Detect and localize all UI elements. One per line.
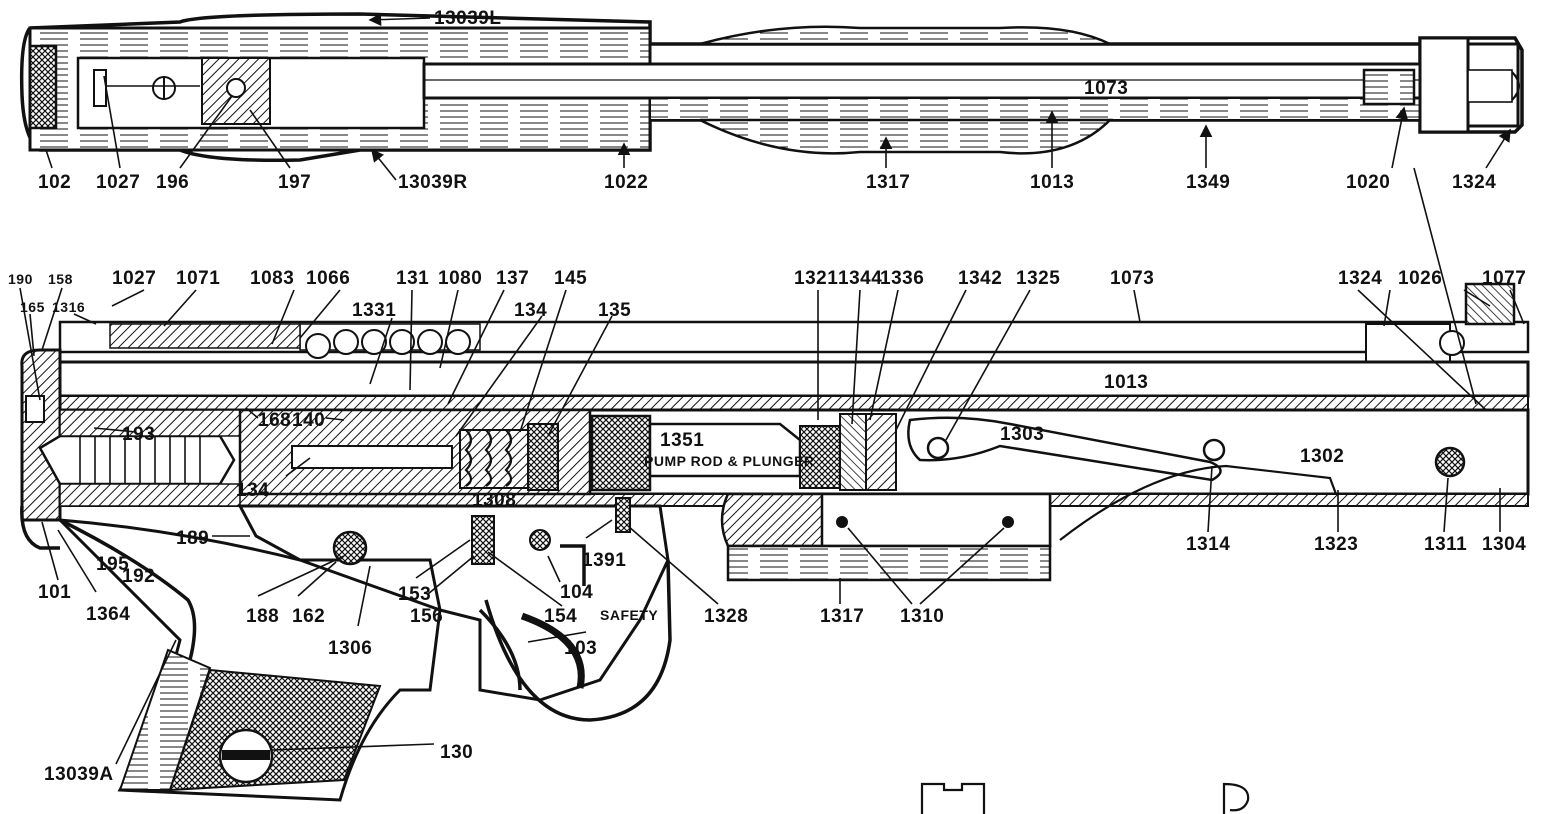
label-156: 156 bbox=[410, 606, 443, 627]
label-1306: 1306 bbox=[328, 638, 372, 659]
label-145: 145 bbox=[554, 268, 587, 289]
label-13039A: 13039A bbox=[44, 764, 114, 785]
label-1323: 1323 bbox=[1314, 534, 1358, 555]
label-188: 188 bbox=[246, 606, 279, 627]
top-view-labels: 13039L 102 1027 196 197 13039R 1022 1317… bbox=[38, 8, 1496, 193]
label-1364: 1364 bbox=[86, 604, 130, 625]
safety-label: SAFETY bbox=[600, 607, 658, 623]
label-1310: 1310 bbox=[900, 606, 944, 627]
label-137: 137 bbox=[496, 268, 529, 289]
label-1314: 1314 bbox=[1186, 534, 1230, 555]
side-view bbox=[19, 167, 1530, 814]
label-1304: 1304 bbox=[1482, 534, 1526, 555]
label-130: 130 bbox=[440, 742, 473, 763]
label-154: 154 bbox=[544, 606, 577, 627]
label-196: 196 bbox=[156, 172, 189, 193]
label-1027-side: 1027 bbox=[112, 268, 156, 289]
label-134-bottom: 134 bbox=[236, 480, 269, 501]
label-1303: 1303 bbox=[1000, 424, 1044, 445]
label-13039L: 13039L bbox=[434, 8, 501, 29]
label-103: 103 bbox=[564, 638, 597, 659]
label-135: 135 bbox=[598, 300, 631, 321]
label-134-top: 134 bbox=[514, 300, 547, 321]
label-158: 158 bbox=[48, 271, 73, 287]
label-1317: 1317 bbox=[866, 172, 910, 193]
label-1020: 1020 bbox=[1346, 172, 1390, 193]
label-1344: 1344 bbox=[838, 268, 882, 289]
label-1336: 1336 bbox=[880, 268, 924, 289]
label-189: 189 bbox=[176, 528, 209, 549]
label-13039R: 13039R bbox=[398, 172, 468, 193]
label-1066: 1066 bbox=[306, 268, 350, 289]
label-165: 165 bbox=[20, 299, 45, 315]
label-162: 162 bbox=[292, 606, 325, 627]
label-101: 101 bbox=[38, 582, 71, 603]
label-197: 197 bbox=[278, 172, 311, 193]
label-195: 195 bbox=[96, 554, 129, 575]
label-131: 131 bbox=[396, 268, 429, 289]
label-1013: 1013 bbox=[1030, 172, 1074, 193]
label-1077: 1077 bbox=[1482, 268, 1526, 289]
label-104: 104 bbox=[560, 582, 593, 603]
label-1022: 1022 bbox=[604, 172, 648, 193]
label-1351: 1351 bbox=[660, 430, 704, 451]
label-1349: 1349 bbox=[1186, 172, 1230, 193]
label-1308: 1308 bbox=[472, 490, 516, 511]
label-1391: 1391 bbox=[582, 550, 626, 571]
label-1321: 1321 bbox=[794, 268, 838, 289]
label-1331: 1331 bbox=[352, 300, 396, 321]
label-140: 140 bbox=[292, 410, 325, 431]
label-1317-side: 1317 bbox=[820, 606, 864, 627]
label-1342: 1342 bbox=[958, 268, 1002, 289]
label-192: 192 bbox=[122, 566, 155, 587]
label-190: 190 bbox=[8, 271, 33, 287]
label-1027: 1027 bbox=[96, 172, 140, 193]
label-1071: 1071 bbox=[176, 268, 220, 289]
label-1328: 1328 bbox=[704, 606, 748, 627]
label-1325: 1325 bbox=[1016, 268, 1060, 289]
label-1026: 1026 bbox=[1398, 268, 1442, 289]
label-1073-top: 1073 bbox=[1084, 78, 1128, 99]
top-view bbox=[19, 12, 1524, 181]
label-1083: 1083 bbox=[250, 268, 294, 289]
label-1311: 1311 bbox=[1424, 534, 1467, 555]
label-102: 102 bbox=[38, 172, 71, 193]
label-1324-side: 1324 bbox=[1338, 268, 1382, 289]
label-1080: 1080 bbox=[438, 268, 482, 289]
label-1302: 1302 bbox=[1300, 446, 1344, 467]
label-1324: 1324 bbox=[1452, 172, 1496, 193]
label-1073-side: 1073 bbox=[1110, 268, 1154, 289]
label-193: 193 bbox=[122, 424, 155, 445]
label-168: 168 bbox=[258, 410, 291, 431]
label-1316: 1316 bbox=[52, 299, 85, 315]
side-view-labels: 190 158 165 1316 1027 1071 1083 1066 133… bbox=[8, 268, 1526, 785]
pump-rod-label: PUMP ROD & PLUNGER bbox=[644, 453, 815, 469]
label-1013-side: 1013 bbox=[1104, 372, 1148, 393]
label-153: 153 bbox=[398, 584, 431, 605]
